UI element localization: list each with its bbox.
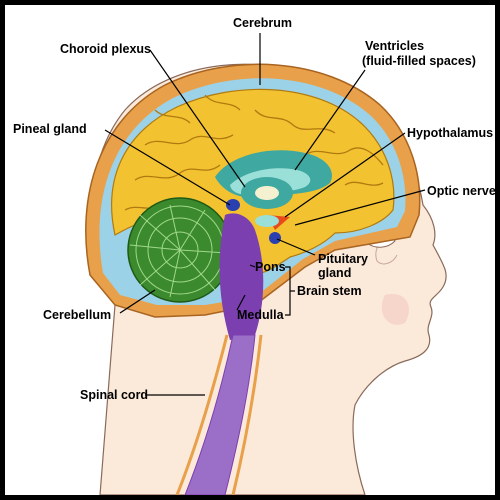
label-brain-stem: Brain stem <box>297 284 362 298</box>
label-pons: Pons <box>255 260 286 274</box>
label-pituitary-2: gland <box>318 266 351 280</box>
thalamus-core <box>255 186 279 200</box>
label-pituitary-1: Pituitary <box>318 252 368 266</box>
cheek-blush <box>381 294 409 325</box>
pineal-gland <box>226 199 240 211</box>
label-choroid-plexus: Choroid plexus <box>60 42 151 56</box>
label-ventricles-sub: (fluid-filled spaces) <box>362 54 476 68</box>
label-pineal-gland: Pineal gland <box>13 122 87 136</box>
label-cerebellum: Cerebellum <box>43 308 111 322</box>
optic-chiasm <box>255 215 279 227</box>
label-optic-nerve: Optic nerve <box>427 184 495 198</box>
cerebrum-gyri <box>124 94 384 211</box>
pituitary-gland <box>269 232 281 244</box>
brainstem <box>219 213 264 340</box>
cerebellum-folia <box>129 204 228 298</box>
leader-lines <box>104 33 426 396</box>
label-medulla: Medulla <box>237 308 285 322</box>
spinal-sheath <box>175 334 229 495</box>
spinal-cord <box>184 334 256 495</box>
brain-diagram: Cerebrum Choroid plexus Ventricles (flui… <box>13 16 495 495</box>
label-ventricles: Ventricles <box>365 39 424 53</box>
label-spinal-cord: Spinal cord <box>80 388 148 402</box>
label-cerebrum: Cerebrum <box>233 16 292 30</box>
label-hypothalamus: Hypothalamus <box>407 126 493 140</box>
spinal-sheath-2 <box>231 334 263 495</box>
